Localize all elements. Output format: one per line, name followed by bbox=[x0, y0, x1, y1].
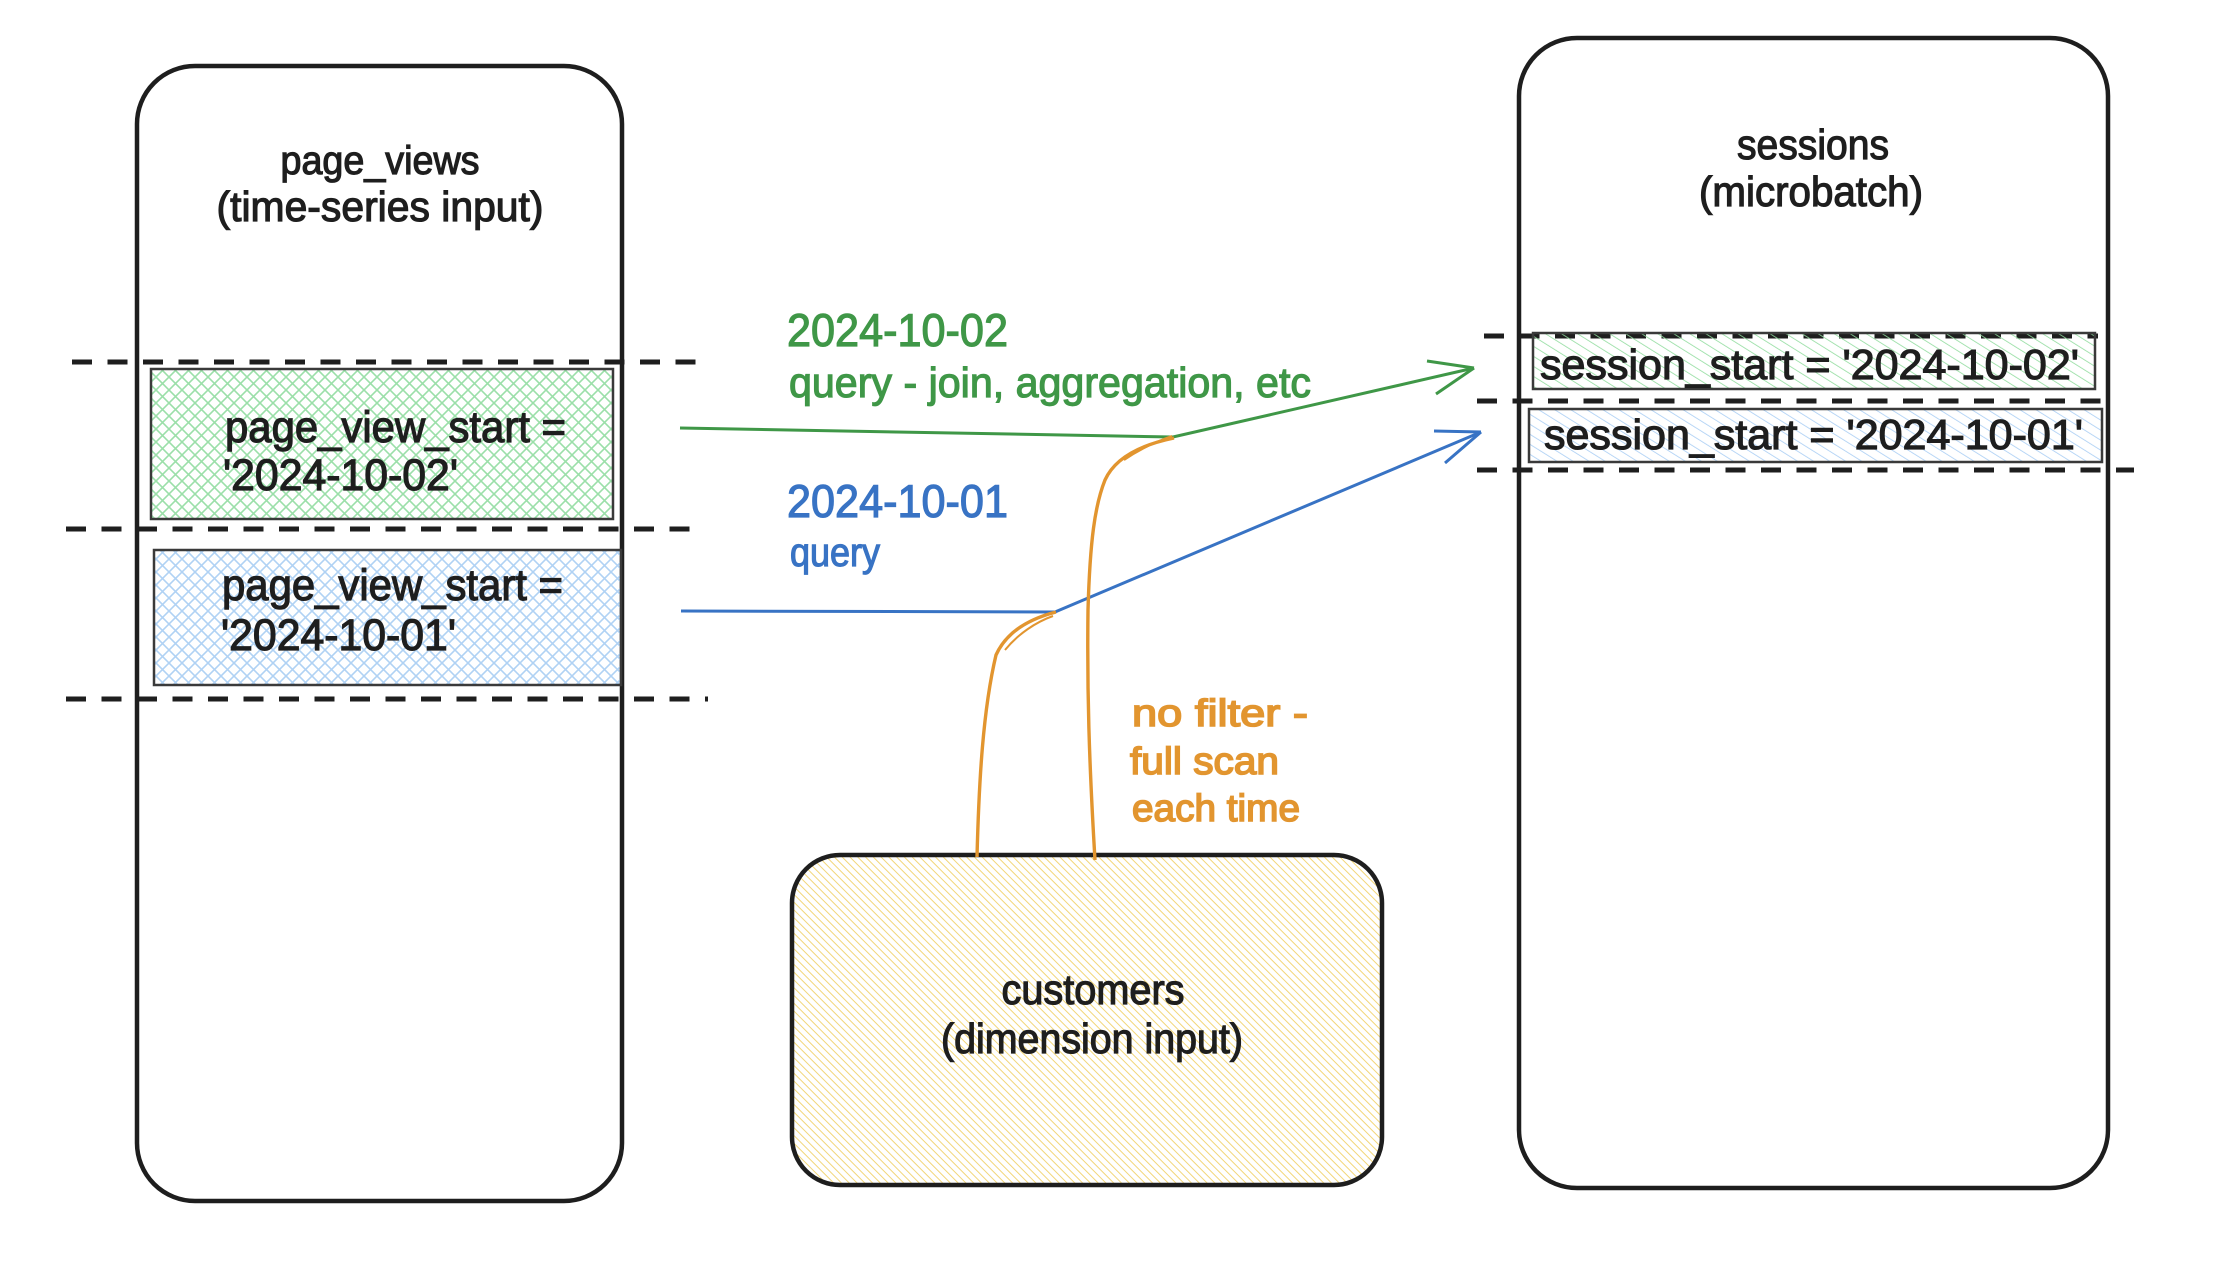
svg-text:2024-10-01: 2024-10-01 bbox=[787, 475, 1008, 527]
svg-text:2024-10-02: 2024-10-02 bbox=[787, 304, 1008, 356]
svg-text:page_view_start =: page_view_start = bbox=[222, 561, 563, 610]
svg-text:session_start = '2024-10-01': session_start = '2024-10-01' bbox=[1544, 411, 2083, 458]
svg-text:'2024-10-01': '2024-10-01' bbox=[221, 611, 456, 660]
svg-text:no filter -: no filter - bbox=[1132, 693, 1308, 735]
svg-text:each time: each time bbox=[1132, 788, 1300, 830]
svg-text:query: query bbox=[790, 531, 880, 575]
svg-text:customers: customers bbox=[1002, 966, 1185, 1013]
svg-text:query - join, aggregation, etc: query - join, aggregation, etc bbox=[789, 359, 1311, 406]
svg-text:page_view_start =: page_view_start = bbox=[225, 403, 566, 452]
svg-text:page_views: page_views bbox=[281, 139, 480, 183]
svg-text:(microbatch): (microbatch) bbox=[1699, 168, 1923, 215]
svg-text:full scan: full scan bbox=[1130, 741, 1279, 783]
svg-text:(time-series input): (time-series input) bbox=[217, 183, 544, 230]
svg-text:(dimension input): (dimension input) bbox=[941, 1015, 1243, 1062]
svg-text:sessions: sessions bbox=[1737, 121, 1889, 168]
svg-text:session_start = '2024-10-02': session_start = '2024-10-02' bbox=[1540, 341, 2079, 388]
svg-text:'2024-10-02': '2024-10-02' bbox=[223, 451, 458, 500]
